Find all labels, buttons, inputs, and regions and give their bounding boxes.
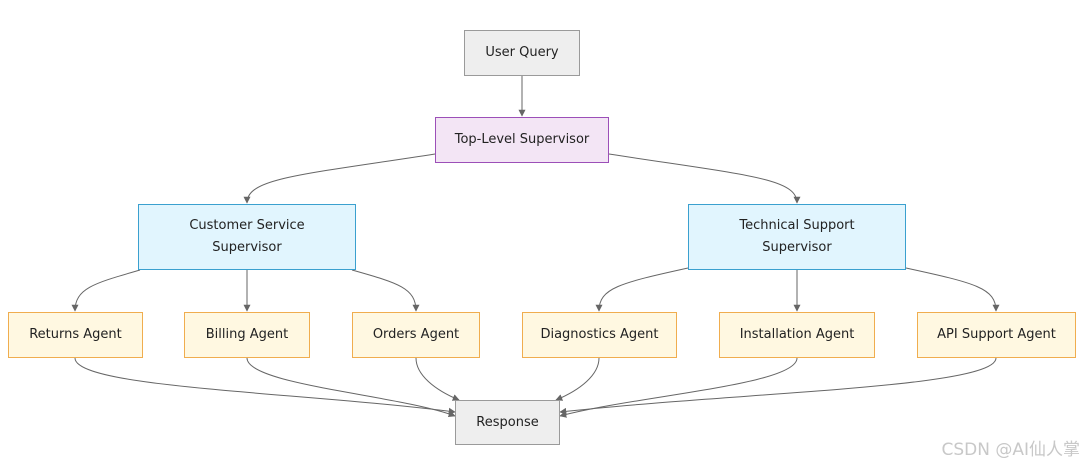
edge-ts-to-api: [905, 267, 1000, 312]
top-supervisor-node: Top-Level Supervisor: [435, 117, 609, 163]
returns-agent-label: Returns Agent: [29, 327, 122, 342]
edge-top-to-ts: [608, 153, 801, 204]
edge-ts-to-diagnostics: [595, 267, 689, 312]
response-label: Response: [476, 414, 539, 430]
customer-service-supervisor-node: Customer Service Supervisor: [138, 204, 356, 270]
diagnostics-agent-label: Diagnostics Agent: [540, 327, 659, 342]
edge-cs-to-returns: [71, 269, 141, 312]
orders-agent-label: Orders Agent: [372, 327, 460, 342]
edge-installation-to-response: [559, 357, 798, 418]
edge-returns-to-response: [74, 357, 456, 415]
user-query-node: User Query: [464, 30, 580, 76]
orders-agent-node: Orders Agent: [352, 312, 480, 358]
returns-agent-node: Returns Agent: [8, 312, 143, 358]
installation-agent-node: Installation Agent: [719, 312, 875, 358]
ts-supervisor-label-line2: Supervisor: [762, 240, 832, 255]
api-support-agent-node: API Support Agent: [917, 312, 1076, 358]
ts-supervisor-label-line1: Technical Support: [739, 218, 855, 233]
technical-support-supervisor-node: Technical Support Supervisor: [688, 204, 906, 270]
cs-supervisor-label-line2: Supervisor: [212, 240, 282, 255]
top-supervisor-label: Top-Level Supervisor: [454, 132, 590, 147]
response-node: Response: [455, 400, 560, 445]
edge-diagnostics-to-response: [555, 357, 600, 401]
edge-api-to-response: [559, 357, 997, 415]
api-support-agent-label: API Support Agent: [937, 327, 1056, 342]
edge-billing-to-response: [246, 357, 456, 418]
user-query-label: User Query: [485, 45, 559, 60]
installation-agent-label: Installation Agent: [739, 327, 855, 342]
edge-top-to-cs: [243, 153, 436, 204]
billing-agent-label: Billing Agent: [205, 327, 289, 342]
watermark-text: CSDN @AI仙人掌: [941, 440, 1080, 460]
billing-agent-node: Billing Agent: [184, 312, 310, 358]
diagnostics-agent-node: Diagnostics Agent: [522, 312, 677, 358]
edge-orders-to-response: [415, 357, 460, 401]
cs-supervisor-label-line1: Customer Service: [189, 218, 305, 233]
edge-cs-to-orders: [351, 269, 420, 312]
